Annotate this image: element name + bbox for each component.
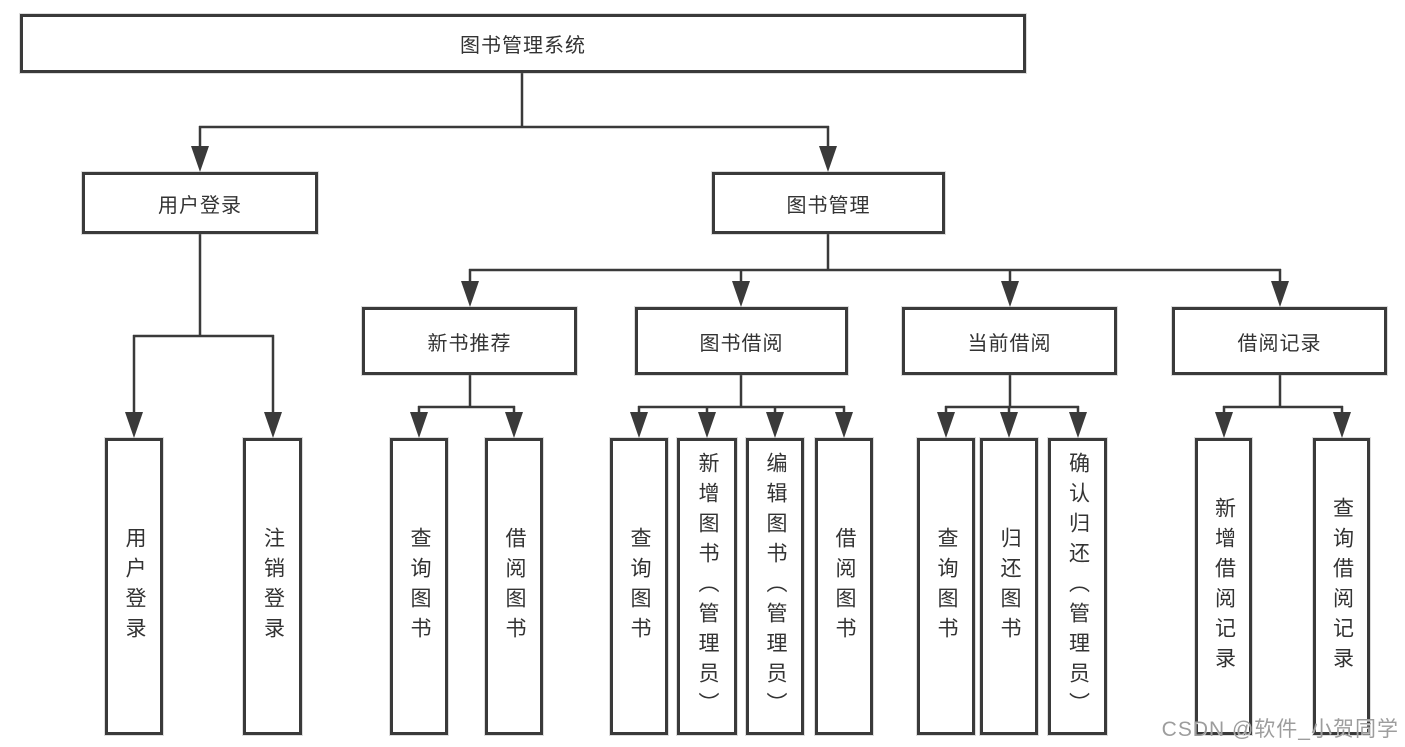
node-label: 新书推荐 [427,332,512,355]
node-leaf-logout-action: 注销登录 [243,438,302,735]
node-label: 编辑图书（管理员） [764,451,787,722]
node-module-borrowing-records: 借阅记录 [1172,307,1387,375]
node-module-current-borrowing: 当前借阅 [902,307,1117,375]
node-label: 新增借阅记录 [1212,496,1236,677]
node-leaf-confirm-return-admin: 确认归还（管理员） [1048,438,1107,735]
node-label: 查询图书 [628,526,651,647]
node-leaf-query-books-recommend: 查询图书 [390,438,448,735]
node-leaf-return-books: 归还图书 [980,438,1038,735]
node-label: 借阅记录 [1237,332,1322,355]
node-leaf-query-books-borrowing: 查询图书 [610,438,668,735]
node-label: 查询图书 [408,526,431,647]
node-label: 图书管理 [786,194,871,217]
node-leaf-add-books-admin: 新增图书（管理员） [677,438,737,735]
node-label: 借阅图书 [503,526,526,647]
node-leaf-borrow-books-recommend: 借阅图书 [485,438,543,735]
node-label: 用户登录 [123,526,146,647]
node-label: 查询借阅记录 [1330,496,1354,677]
node-branch-book-management: 图书管理 [712,172,945,234]
node-root-system: 图书管理系统 [20,14,1026,73]
node-leaf-edit-books-admin: 编辑图书（管理员） [746,438,804,735]
node-label: 用户登录 [158,194,242,217]
node-label: 查询图书 [935,526,958,647]
node-leaf-add-borrow-record: 新增借阅记录 [1195,438,1252,735]
node-label: 注销登录 [261,526,285,647]
node-leaf-query-borrow-record: 查询借阅记录 [1313,438,1370,735]
node-label: 确认归还（管理员） [1066,451,1090,722]
node-module-new-book-recommend: 新书推荐 [362,307,577,375]
node-label: 归还图书 [998,526,1021,647]
node-leaf-query-books-current: 查询图书 [917,438,975,735]
node-label: 借阅图书 [833,526,856,647]
node-module-book-borrowing: 图书借阅 [635,307,848,375]
node-label: 图书管理系统 [460,35,586,57]
csdn-watermark: CSDN @软件_小贺同学 [1161,718,1399,741]
node-branch-user-login: 用户登录 [82,172,318,234]
node-label: 图书借阅 [699,332,784,355]
node-label: 新增图书（管理员） [696,451,719,722]
node-leaf-borrow-books-borrowing: 借阅图书 [815,438,873,735]
node-leaf-user-login-action: 用户登录 [105,438,163,735]
node-label: 当前借阅 [967,332,1052,355]
